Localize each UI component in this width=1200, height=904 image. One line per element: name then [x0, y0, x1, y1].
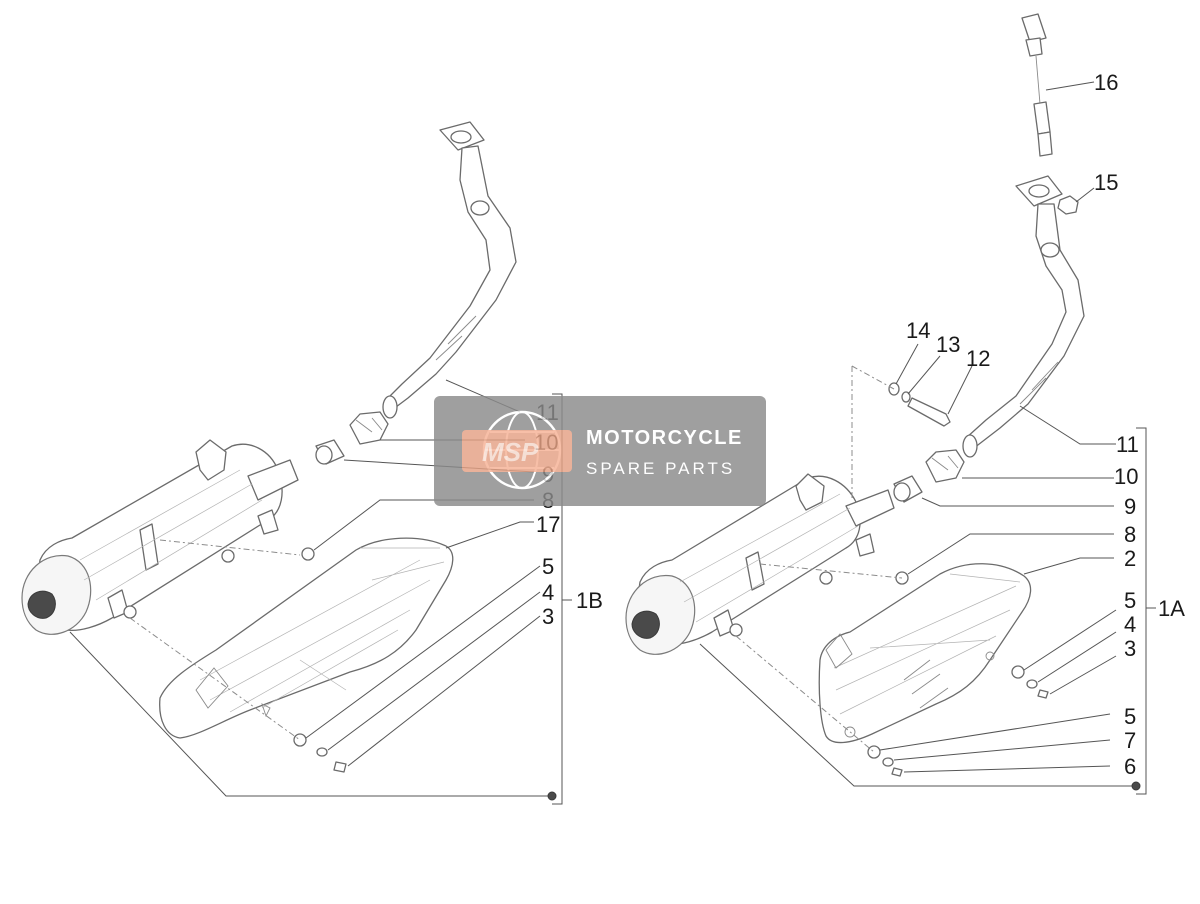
leader-right-2	[1023, 557, 1114, 575]
leader-left-bottom	[69, 631, 552, 797]
callout-left-4: 4	[542, 580, 554, 605]
leader-right-6	[903, 765, 1111, 773]
bolt-12	[907, 397, 951, 427]
screw-right-upper	[1037, 689, 1049, 699]
callout-12: 12	[966, 346, 990, 371]
watermark-logo-text: MSP	[482, 437, 539, 467]
bracket-1b	[552, 393, 563, 805]
leader-13	[907, 355, 941, 395]
grommet-right-upper	[1011, 665, 1025, 679]
bracket-1a	[1136, 427, 1147, 795]
muffler-left	[21, 439, 299, 635]
heat-shield-right	[818, 563, 1032, 744]
callout-right-5-lower: 5	[1124, 704, 1136, 729]
clamp-right	[925, 449, 965, 483]
leader-right-5-upper	[1023, 609, 1117, 671]
nut-left	[301, 547, 315, 561]
callout-14: 14	[906, 318, 930, 343]
leader-right-9	[921, 497, 1114, 507]
oxygen-sensor	[1021, 13, 1053, 157]
screw-left	[333, 761, 347, 773]
washer-right-upper	[1026, 679, 1038, 689]
exhaust-pipe-left	[382, 121, 517, 419]
callout-left-3: 3	[542, 604, 554, 629]
assembly-1b: 11 10 9 8 17 5 4 3 1B	[21, 121, 603, 805]
callout-right-2: 2	[1124, 546, 1136, 571]
watermark-subtitle: SPARE PARTS	[586, 459, 735, 478]
callout-right-7: 7	[1124, 728, 1136, 753]
centerline-right-4	[735, 635, 875, 753]
nut-15	[1057, 195, 1079, 215]
assembly-1a: 16 15 14 13 12 11 10 9 8 2 5 4 3 5 7 6 1…	[625, 13, 1185, 795]
clamp-left	[349, 411, 389, 445]
centerline-right-3	[759, 563, 903, 579]
callout-right-4: 4	[1124, 612, 1136, 637]
leader-right-8	[907, 533, 1114, 575]
leader-right-bottom	[699, 643, 1136, 787]
watermark-logo-badge	[462, 430, 572, 472]
washer-13	[901, 391, 911, 403]
group-label-1b: 1B	[576, 588, 603, 613]
gasket-left	[315, 439, 345, 465]
group-label-1a: 1A	[1158, 596, 1185, 621]
callout-right-11: 11	[1116, 432, 1139, 457]
screw-right-lower	[891, 767, 903, 777]
callout-right-6: 6	[1124, 754, 1136, 779]
muffler-right	[625, 473, 895, 655]
callout-13: 13	[936, 332, 960, 357]
leader-right-11	[1019, 405, 1116, 445]
heat-shield-left	[159, 537, 454, 739]
leader-16	[1045, 81, 1095, 91]
callout-right-9: 9	[1124, 494, 1136, 519]
assembly-point-left	[547, 791, 557, 801]
leader-15	[1075, 187, 1095, 203]
leader-left-17	[445, 521, 534, 549]
callout-right-10: 10	[1114, 464, 1138, 489]
grommet-right-lower	[867, 745, 881, 759]
callout-16: 16	[1094, 70, 1118, 95]
watermark-title: MOTORCYCLE	[586, 427, 743, 449]
washer-right-lower	[882, 757, 894, 767]
leader-left-4	[327, 591, 541, 751]
gasket-right	[893, 475, 923, 503]
leader-left-5	[305, 565, 541, 739]
leader-12	[947, 365, 973, 415]
leader-right-7	[893, 739, 1111, 761]
leader-right-5-lower	[879, 713, 1111, 751]
callout-right-5-upper: 5	[1124, 588, 1136, 613]
watermark: MSP MOTORCYCLE SPARE PARTS	[434, 396, 766, 506]
callout-left-17: 17	[536, 512, 560, 537]
leader-14	[895, 343, 919, 385]
centerline-right-2	[851, 365, 895, 390]
leader-right-4	[1037, 631, 1117, 683]
assembly-point-right	[1131, 781, 1141, 791]
callout-15: 15	[1094, 170, 1118, 195]
grommet-left	[293, 733, 307, 747]
leader-left-3	[347, 615, 541, 767]
callout-right-3: 3	[1124, 636, 1136, 661]
washer-left	[316, 747, 328, 757]
callout-right-8: 8	[1124, 522, 1136, 547]
watermark-background	[434, 396, 766, 506]
leader-right-3	[1049, 655, 1117, 695]
exhaust-pipe-right	[962, 175, 1085, 458]
centerline-left-1	[159, 539, 301, 556]
callout-left-5: 5	[542, 554, 554, 579]
